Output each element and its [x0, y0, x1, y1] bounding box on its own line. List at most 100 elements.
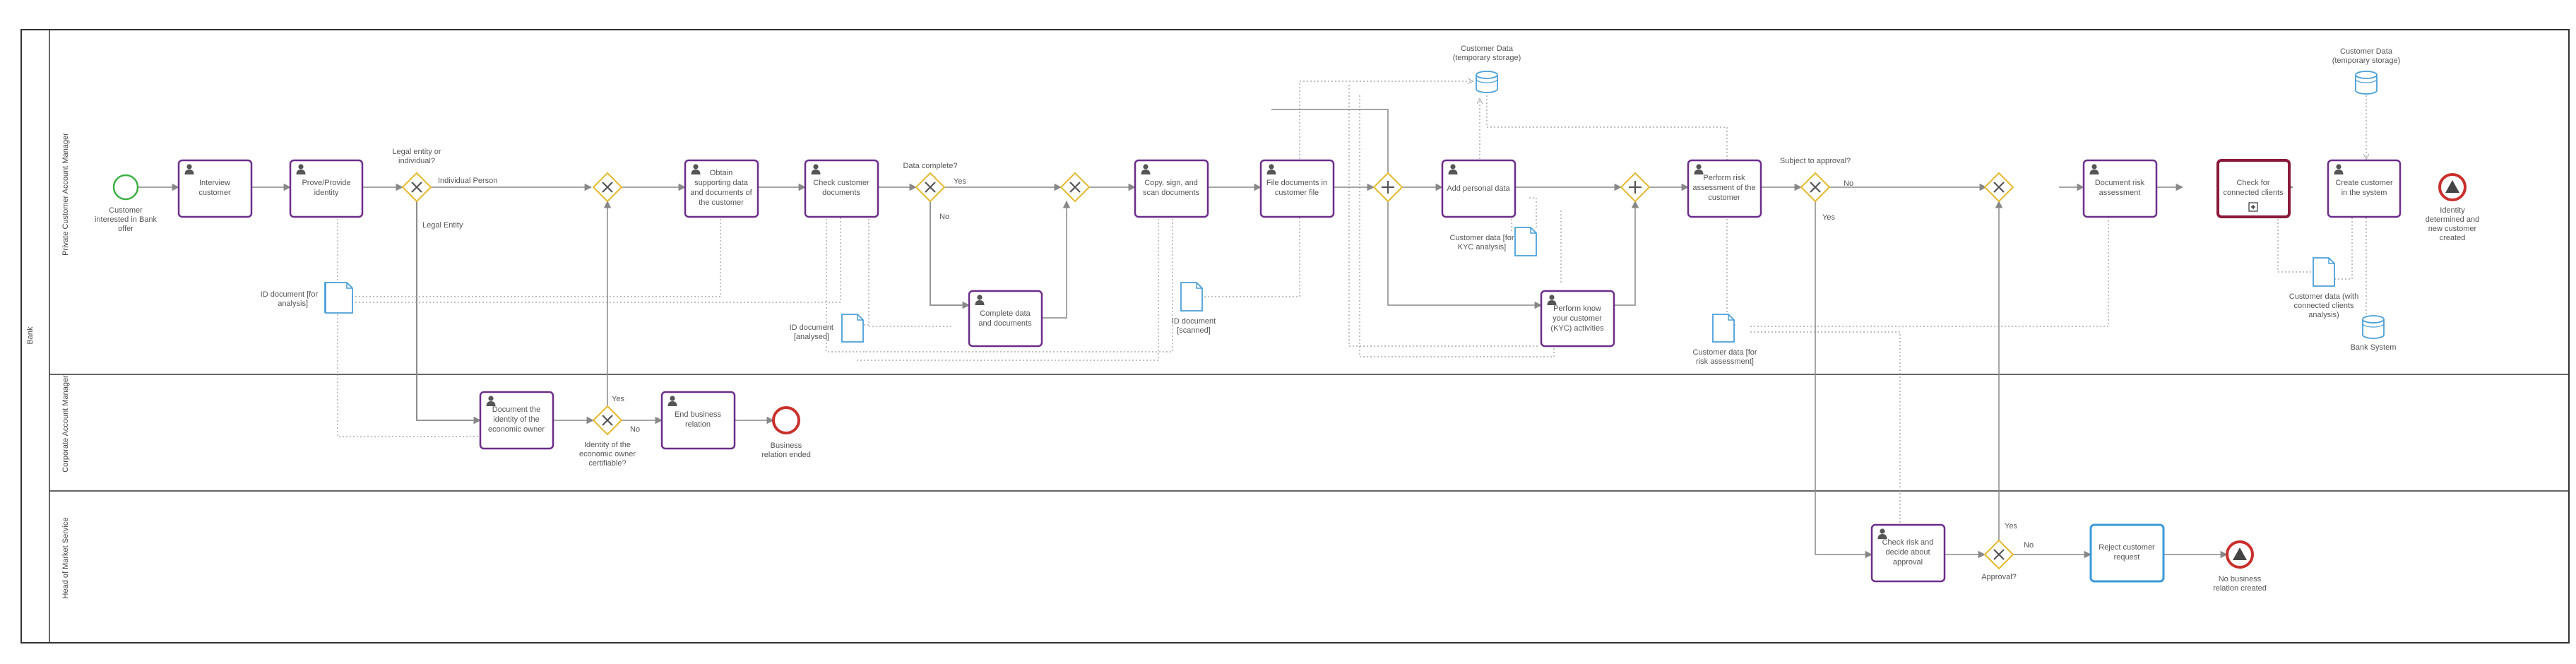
flow: [1271, 109, 1389, 173]
data-object-label: [scanned]: [1177, 326, 1211, 335]
task-label: relation: [685, 420, 711, 429]
data-object-label: analysis): [2308, 311, 2339, 319]
gateway-data-complete: Data complete?: [903, 162, 958, 203]
task-label: Check risk and: [1882, 538, 1934, 547]
association: [1750, 212, 2108, 327]
flow-label-no: No: [630, 425, 640, 434]
task-label: Copy, sign, and: [1144, 179, 1198, 187]
task-label: Complete data: [980, 309, 1031, 318]
task-reject[interactable]: Reject customer request: [2089, 523, 2165, 583]
task-label: Perform risk: [1703, 174, 1745, 182]
task-end-relation[interactable]: End business relation: [660, 391, 736, 450]
document-icon: [1514, 227, 1537, 256]
association: [338, 212, 720, 297]
task-interview[interactable]: Interview customer: [177, 159, 253, 218]
flow-incomplete: [930, 201, 969, 306]
lane-label-private: Private Customer Account Manager: [61, 133, 70, 256]
task-prove-identity[interactable]: Prove/Provide identity: [289, 159, 364, 218]
data-object-label: analysis]: [278, 300, 308, 308]
task-label: request: [2114, 553, 2140, 562]
flow: [930, 201, 971, 309]
document-icon: [2313, 257, 2335, 287]
task-label: Reject customer: [2099, 543, 2155, 552]
task-label: supporting data: [694, 179, 749, 187]
gateway-legal-entity: Legal entity or individual?: [392, 148, 441, 203]
lane-label-market: Head of Market Service: [61, 518, 70, 599]
parallel-gateway-split: [1372, 172, 1403, 203]
data-store-label: Bank System: [2351, 343, 2397, 352]
data-object-label: Customer data [for: [1692, 348, 1757, 357]
task-check-documents[interactable]: Check customer documents: [804, 159, 879, 218]
task-label: customer file: [1275, 189, 1319, 197]
database-icon: [2355, 75, 2378, 95]
end-event-identity: Identity determined and new customer cre…: [2426, 173, 2479, 242]
task-label: assessment: [2099, 189, 2141, 197]
data-object-label: ID document: [1172, 317, 1216, 326]
end-event-label: determined and: [2426, 215, 2479, 224]
task-label: File documents in: [1266, 179, 1327, 187]
gateway-label: economic owner: [579, 450, 636, 458]
gateway-label: Approval?: [1981, 573, 2017, 581]
gateway-label: Data complete?: [903, 162, 957, 170]
task-label: customer: [1708, 194, 1740, 202]
data-object-label: Customer data [for: [1449, 234, 1514, 242]
task-label: Document risk: [2095, 179, 2145, 187]
task-check-connected[interactable]: Check for connected clients: [2216, 159, 2291, 218]
task-create-customer[interactable]: Create customer in the system: [2327, 159, 2402, 218]
task-label: (KYC) activities: [1550, 324, 1604, 333]
association: [1299, 81, 1473, 162]
task-label: documents: [822, 189, 860, 197]
database-icon: [2362, 319, 2385, 339]
data-store-temp-2: Customer Data (temporary storage): [2332, 47, 2400, 95]
flow-legal-entity: [416, 201, 482, 425]
data-object-label: KYC analysis]: [1458, 243, 1506, 251]
associations: [337, 81, 2366, 523]
task-file-documents[interactable]: File documents in customer file: [1259, 159, 1335, 218]
gateway-label: certifiable?: [588, 459, 626, 468]
end-event-label: Identity: [2440, 206, 2465, 215]
data-object-id-analysed: ID document [analysed]: [790, 314, 864, 343]
lane-label-corporate: Corporate Account Manager: [61, 375, 70, 473]
document-icon: [1712, 314, 1735, 343]
gateway-label: Subject to approval?: [1780, 157, 1851, 165]
task-perform-risk[interactable]: Perform risk assessment of the customer: [1687, 159, 1762, 218]
task-label: decide about: [1886, 548, 1930, 557]
flow-label-legal-entity: Legal Entity: [422, 221, 463, 230]
branch-flows: [416, 200, 969, 425]
task-kyc[interactable]: Perform know your customer (KYC) activit…: [1540, 290, 1615, 348]
association: [2277, 212, 2317, 273]
flow-label-no: No: [1844, 179, 1853, 188]
flow-label-yes: Yes: [1822, 213, 1835, 222]
association: [1486, 92, 1728, 162]
flow-label-individual: Individual Person: [438, 177, 497, 185]
task-obtain-data[interactable]: Obtain supporting data and documents of …: [684, 159, 759, 218]
gateway-label: Legal entity or: [392, 148, 441, 156]
data-object-label: risk assessment]: [1696, 357, 1754, 366]
task-label: customer: [198, 189, 231, 197]
start-event-label: Customer: [109, 206, 143, 215]
pool-label: Bank: [26, 326, 35, 345]
task-add-personal-data[interactable]: Add personal data: [1441, 159, 1516, 218]
task-label: Interview: [199, 179, 230, 187]
parallel-gateway-join: [1620, 172, 1651, 203]
task-label: identity: [314, 189, 339, 197]
task-complete-data[interactable]: Complete data and documents: [968, 290, 1043, 348]
task-label: your customer: [1553, 314, 1602, 323]
data-store-bank-system: Bank System: [2351, 315, 2397, 352]
data-store-temp-1: Customer Data (temporary storage): [1453, 45, 1521, 93]
database-icon: [1476, 75, 1498, 93]
association: [338, 212, 841, 303]
task-copy-sign[interactable]: Copy, sign, and scan documents: [1134, 159, 1209, 218]
gateway-identity-certifiable: Identity of the economic owner certifiab…: [579, 405, 636, 468]
flow: [416, 201, 482, 425]
document-icon: [1180, 282, 1203, 312]
task-label: Perform know: [1553, 304, 1601, 313]
task-label: Create customer: [2335, 179, 2393, 187]
flow-label-yes: Yes: [2005, 522, 2017, 530]
task-document-owner[interactable]: Document the identity of the economic ow…: [479, 391, 554, 450]
association: [1726, 212, 1738, 326]
task-document-risk[interactable]: Document risk assessment: [2082, 159, 2158, 218]
task-check-risk[interactable]: Check risk and decide about approval: [1870, 523, 1946, 583]
task-label: Prove/Provide: [302, 179, 350, 187]
flow: [1387, 201, 1543, 309]
